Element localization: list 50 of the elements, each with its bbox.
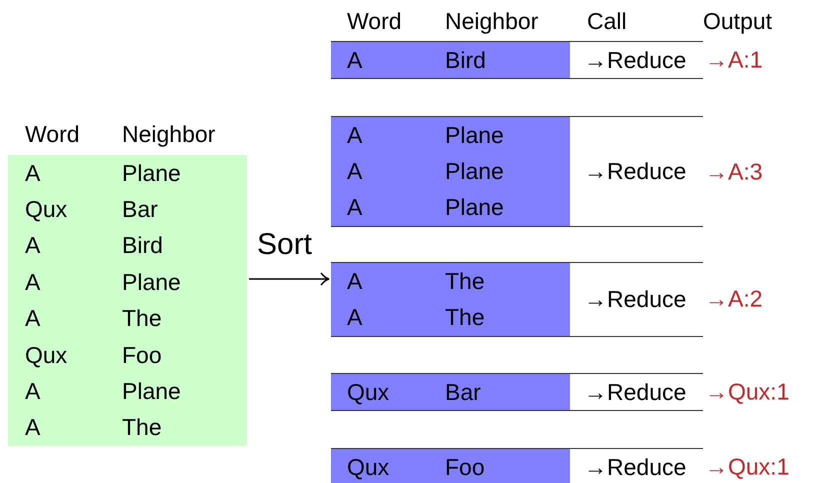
neighbor-text: The (122, 307, 163, 330)
word-text: A (347, 306, 364, 330)
output-text: →Qux:1 (705, 380, 790, 404)
column-header: Word (25, 123, 80, 146)
reduce-call: →Reduce (584, 456, 686, 479)
neighbor-text: The (445, 306, 486, 330)
output-text: →Qux:1 (705, 456, 790, 479)
word-text: A (347, 196, 364, 220)
word-text: Qux (347, 380, 390, 404)
word-text: Qux (25, 344, 68, 367)
column-header: Output (703, 10, 772, 33)
neighbor-text: Bar (122, 198, 159, 222)
output-text: →A:3 (705, 160, 763, 184)
word-text: A (347, 48, 364, 72)
neighbor-text: Bird (445, 48, 487, 72)
column-header: Neighbor (122, 123, 216, 146)
column-header: Word (347, 10, 402, 33)
neighbor-text: The (122, 416, 163, 440)
reduce-call: →Reduce (584, 288, 686, 311)
word-text: A (25, 380, 42, 404)
output-text: →A:1 (705, 48, 763, 72)
neighbor-text: Bar (445, 380, 482, 404)
neighbor-text: Plane (445, 160, 505, 184)
word-text: A (347, 270, 364, 293)
word-text: A (347, 160, 364, 184)
neighbor-text: Plane (122, 270, 182, 294)
neighbor-text: Foo (122, 344, 163, 367)
neighbor-text: Plane (122, 162, 182, 185)
neighbor-text: Plane (122, 380, 182, 404)
column-header: Neighbor (445, 10, 538, 33)
word-text: A (25, 307, 42, 330)
word-text: Qux (347, 456, 390, 479)
reduce-call: →Reduce (584, 48, 686, 72)
neighbor-text: The (445, 270, 486, 293)
output-text: →A:2 (705, 288, 763, 311)
reduce-call: →Reduce (584, 160, 686, 184)
neighbor-text: Foo (445, 456, 486, 479)
edge-label: Sort (257, 230, 312, 260)
word-text: A (25, 416, 42, 440)
neighbor-text: Bird (122, 234, 164, 258)
word-text: Qux (25, 198, 68, 222)
column-header: Call (587, 10, 627, 33)
neighbor-text: Plane (445, 124, 505, 147)
word-text: A (25, 234, 42, 258)
neighbor-text: Plane (445, 196, 505, 220)
reduce-call: →Reduce (584, 380, 686, 404)
word-text: A (25, 270, 42, 294)
input-table (8, 155, 247, 446)
word-text: A (347, 124, 364, 147)
word-text: A (25, 162, 42, 185)
